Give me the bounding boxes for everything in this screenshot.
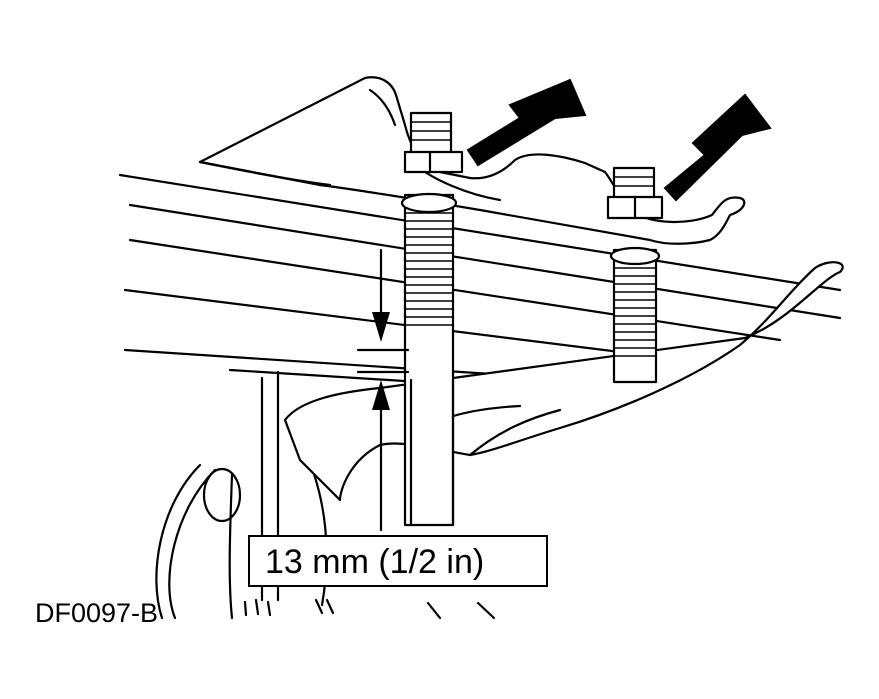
figure-id: DF0097-B bbox=[35, 598, 158, 628]
u-bolt-right bbox=[606, 166, 664, 384]
u-bolt-left-lower-stud bbox=[409, 378, 455, 527]
dimension-label-box: 13 mm (1/2 in) bbox=[248, 535, 548, 587]
dimension-arrow-up bbox=[372, 380, 390, 410]
ground-hatch bbox=[243, 598, 496, 620]
dimension-label: 13 mm (1/2 in) bbox=[265, 543, 484, 581]
clearance-dimension bbox=[356, 248, 410, 532]
dimension-arrow-down bbox=[372, 312, 390, 342]
leaf-spring bbox=[118, 173, 842, 387]
u-bolt-left bbox=[400, 111, 464, 527]
u-bolt-nut-arrow-left bbox=[466, 78, 587, 167]
u-bolt-nut-arrow-right bbox=[663, 93, 772, 202]
spring-plate bbox=[283, 261, 844, 502]
